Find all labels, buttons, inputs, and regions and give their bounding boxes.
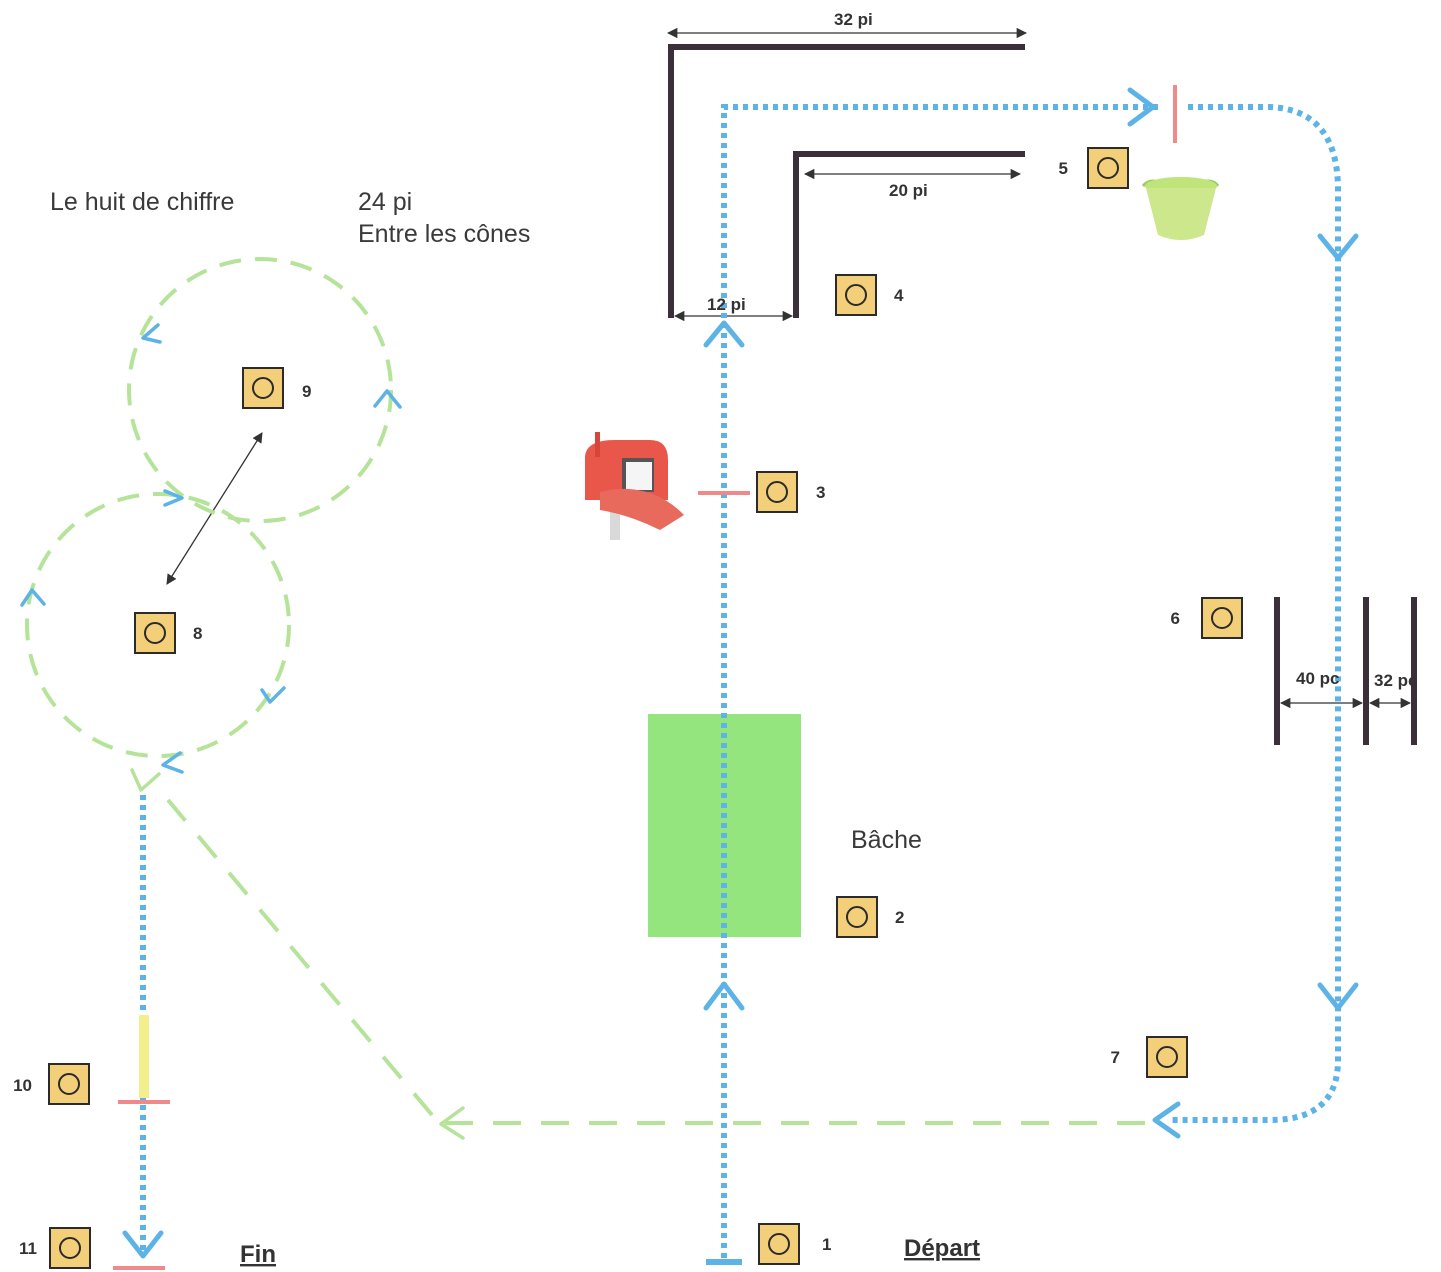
cone-icon xyxy=(134,612,176,654)
cone-1: 1 xyxy=(758,1223,831,1265)
cone-number: 8 xyxy=(193,624,202,643)
cone-icon xyxy=(48,1063,90,1105)
dimension-32-pc: 32 pc xyxy=(1374,671,1417,690)
cone-icon xyxy=(1146,1036,1188,1078)
green-path-arrows xyxy=(130,768,465,1140)
diagram-title: Le huit de chiffre xyxy=(50,188,234,216)
cone-circle xyxy=(252,377,274,399)
cone-icon xyxy=(756,471,798,513)
cone-4: 4 xyxy=(835,274,904,316)
cone-number: 5 xyxy=(1059,159,1068,178)
dimension-20-pi: 20 pi xyxy=(889,181,928,200)
cones: 1 2 3 4 5 6 7 8 9 10 11 xyxy=(13,147,1243,1269)
cone-circle xyxy=(768,1233,790,1255)
cone-2: 2 xyxy=(836,896,904,938)
end-label: Fin xyxy=(240,1241,276,1268)
dimension-arrows xyxy=(166,27,1412,709)
poles xyxy=(1274,597,1417,745)
tarp-label: Bâche xyxy=(851,826,922,854)
corridor-walls xyxy=(668,44,1025,318)
cone-8: 8 xyxy=(134,612,202,654)
cone-circle xyxy=(1156,1046,1178,1068)
cone-number: 7 xyxy=(1111,1048,1120,1067)
cone-7: 7 xyxy=(1111,1036,1188,1078)
cone-number: 9 xyxy=(302,382,311,401)
cone-circle xyxy=(1097,157,1119,179)
green-return-path xyxy=(166,798,1145,1125)
cone-number: 11 xyxy=(19,1239,37,1258)
start-label: Départ xyxy=(904,1235,980,1262)
cone-icon xyxy=(1201,597,1243,639)
cone-icon xyxy=(242,367,284,409)
cone-icon xyxy=(758,1223,800,1265)
mailbox-icon xyxy=(585,432,684,540)
cone-circle xyxy=(845,284,867,306)
dimension-32-pi: 32 pi xyxy=(834,10,873,29)
cone-number: 10 xyxy=(13,1076,32,1095)
cone-3: 3 xyxy=(756,471,825,513)
cone-spacing-value: 24 pi xyxy=(358,188,412,216)
cone-circle xyxy=(59,1237,81,1259)
cone-number: 1 xyxy=(822,1235,831,1254)
cone-number: 2 xyxy=(895,908,904,927)
blue-main-path xyxy=(140,104,1341,1258)
dimension-40-pc: 40 pc xyxy=(1296,669,1339,688)
cone-5: 5 xyxy=(1059,147,1129,189)
cone-6: 6 xyxy=(1171,597,1243,639)
dimension-12-pi: 12 pi xyxy=(707,295,746,314)
cone-circle xyxy=(1211,607,1233,629)
cone-10: 10 xyxy=(13,1063,90,1105)
red-markers xyxy=(113,85,1177,1270)
cone-spacing-caption: Entre les cônes xyxy=(358,220,530,248)
cone-icon xyxy=(1087,147,1129,189)
cone-icon xyxy=(836,896,878,938)
cone-9: 9 xyxy=(242,367,311,409)
cone-icon xyxy=(49,1227,91,1269)
blue-path-arrows xyxy=(122,87,1359,1259)
bucket-icon xyxy=(1141,177,1220,240)
cone-number: 3 xyxy=(816,483,825,502)
cone-circle xyxy=(846,906,868,928)
cone-number: 6 xyxy=(1171,609,1180,628)
figure-eight-arrows xyxy=(20,323,402,774)
cone-icon xyxy=(835,274,877,316)
cone-circle xyxy=(766,481,788,503)
cone-number: 4 xyxy=(894,286,904,305)
cone-11: 11 xyxy=(19,1227,91,1269)
figure-eight-circles xyxy=(25,257,393,758)
cone-circle xyxy=(58,1073,80,1095)
cone-circle xyxy=(144,622,166,644)
